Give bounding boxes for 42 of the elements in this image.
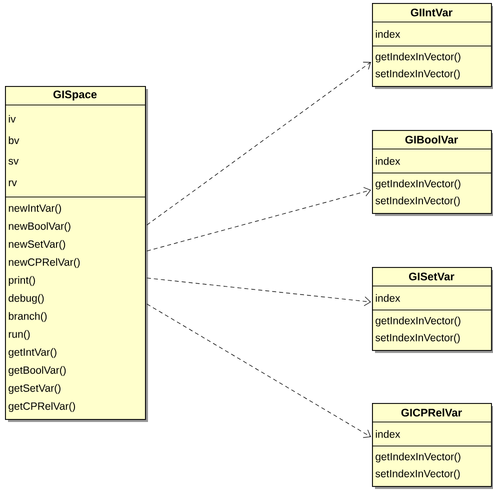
method-text: run() — [8, 330, 30, 340]
method-text: getIndexInVector() — [376, 52, 460, 62]
dependency-arrow — [146, 62, 371, 226]
class-name: GIIntVar — [410, 8, 452, 16]
method-text: branch() — [8, 312, 47, 322]
attribute-text: bv — [8, 136, 20, 144]
class-name: GIBoolVar — [405, 135, 458, 144]
method-text: newBoolVar() — [8, 222, 70, 232]
class-box — [372, 403, 493, 489]
class-name: GISpace — [53, 90, 97, 100]
method-text: getIntVar() — [8, 348, 56, 358]
dependency-arrow — [146, 187, 371, 252]
method-text: debug() — [8, 294, 44, 304]
attribute-text: index — [376, 430, 400, 438]
class-box — [372, 3, 493, 89]
attribute-text: index — [376, 30, 400, 38]
method-text: getCPRelVar() — [8, 402, 76, 412]
method-text: setIndexInVector() — [376, 334, 460, 344]
method-text: setIndexInVector() — [376, 470, 460, 480]
dependency-arrow — [146, 304, 371, 438]
method-text: newSetVar() — [8, 240, 66, 250]
attribute-text: index — [376, 157, 400, 165]
attribute-text: iv — [8, 114, 16, 123]
method-text: print() — [8, 276, 35, 286]
method-text: newCPRelVar() — [8, 258, 80, 268]
class-box — [4, 86, 148, 422]
class-box — [372, 267, 493, 353]
method-text: getIndexInVector() — [376, 316, 460, 326]
class-box — [372, 130, 493, 216]
attribute-text: rv — [8, 180, 17, 186]
method-text: setIndexInVector() — [376, 70, 460, 80]
method-text: getSetVar() — [8, 384, 60, 394]
attribute-text: sv — [8, 158, 19, 165]
method-text: newIntVar() — [8, 204, 62, 214]
method-text: setIndexInVector() — [376, 196, 460, 206]
class-name: GICPRelVar — [401, 408, 462, 417]
method-text: getBoolVar() — [8, 366, 66, 376]
method-text: getIndexInVector() — [376, 180, 460, 190]
class-name: GISetVar — [409, 272, 454, 280]
method-text: getIndexInVector() — [376, 452, 460, 462]
dependency-arrow — [146, 278, 371, 306]
attribute-text: index — [376, 294, 400, 302]
